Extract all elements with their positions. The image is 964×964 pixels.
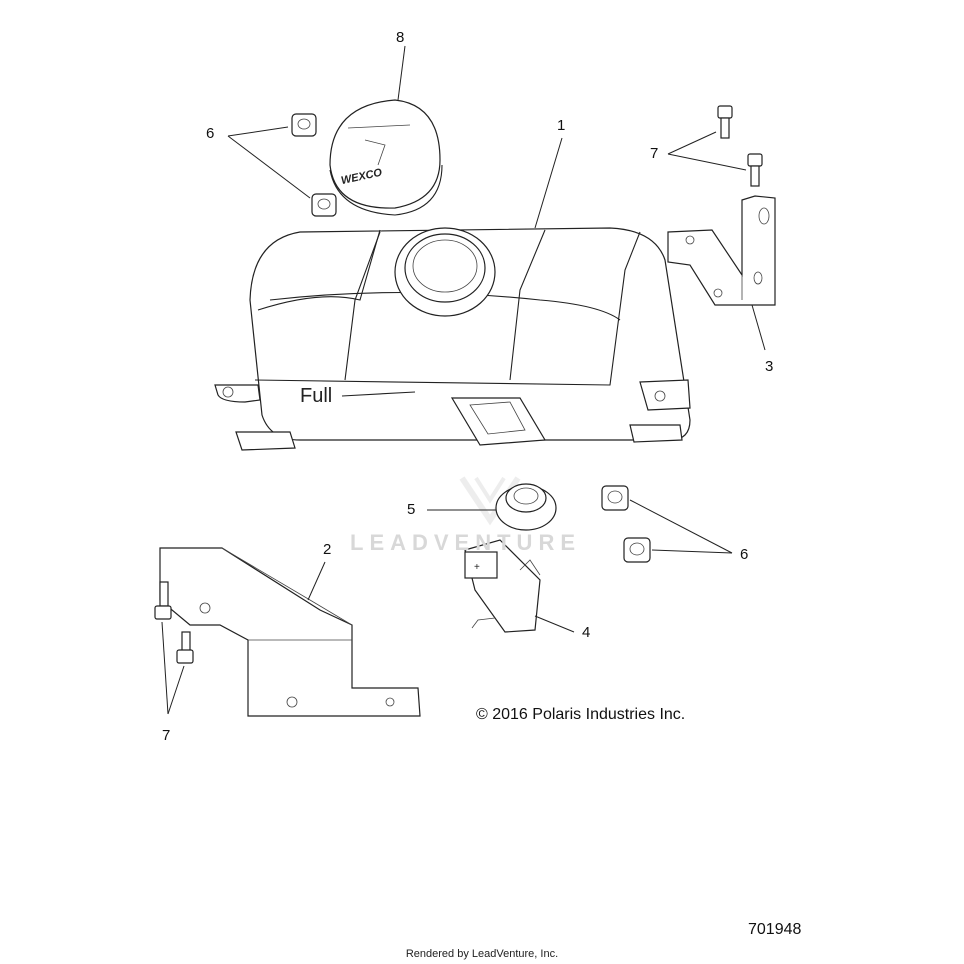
bracket-right[interactable]	[667, 195, 776, 306]
tank-full-marking: Full	[300, 385, 332, 407]
leader-line-7a-1	[667, 131, 717, 155]
callout-7-top: 7	[650, 145, 659, 162]
callout-5: 5	[407, 501, 416, 518]
rendered-by-footer: Rendered by LeadVenture, Inc.	[405, 948, 559, 960]
leader-line-4	[534, 615, 575, 633]
level-sensor[interactable]: +	[464, 539, 541, 633]
watermark-text: LEADVENTURE	[350, 530, 582, 555]
grommet[interactable]	[495, 483, 557, 531]
callout-2: 2	[323, 541, 332, 558]
leader-line-3	[751, 304, 766, 351]
leader-line-1	[534, 137, 563, 229]
leader-line-6b-1	[629, 499, 733, 554]
leader-line-8	[397, 45, 406, 101]
callout-7-bottom: 7	[162, 727, 171, 744]
full-level-line	[341, 391, 416, 397]
svg-text:+: +	[474, 562, 480, 573]
flange-nut-right-b[interactable]	[623, 537, 651, 563]
bolt-left-b[interactable]	[176, 631, 194, 664]
leader-line-7b-1	[161, 621, 169, 715]
diagram-part-number: 701948	[748, 921, 802, 938]
flange-nut-right-a[interactable]	[601, 485, 629, 511]
callout-4: 4	[582, 624, 591, 641]
callout-8: 8	[396, 29, 405, 46]
flange-nut-top-b[interactable]	[311, 193, 337, 217]
leader-line-6b-2	[651, 549, 733, 554]
bolt-top-b[interactable]	[747, 153, 763, 187]
callout-3: 3	[765, 358, 774, 375]
bracket-left[interactable]	[159, 547, 421, 717]
leader-line-7b-2	[167, 665, 185, 715]
bolt-left-a[interactable]	[154, 581, 172, 620]
coolant-cap[interactable]	[329, 99, 443, 216]
callout-1: 1	[557, 117, 566, 134]
copyright-notice: © 2016 Polaris Industries Inc.	[476, 706, 686, 723]
leader-line-6a-2	[227, 135, 311, 199]
leader-line-2	[307, 561, 326, 601]
leader-line-7a-2	[667, 153, 747, 171]
coolant-tank[interactable]	[214, 227, 691, 451]
leader-line-6a-1	[227, 126, 289, 137]
callout-6-top: 6	[206, 125, 215, 142]
callout-6-right: 6	[740, 546, 749, 563]
flange-nut-top-a[interactable]	[291, 113, 317, 137]
bolt-top-a[interactable]	[717, 105, 733, 139]
